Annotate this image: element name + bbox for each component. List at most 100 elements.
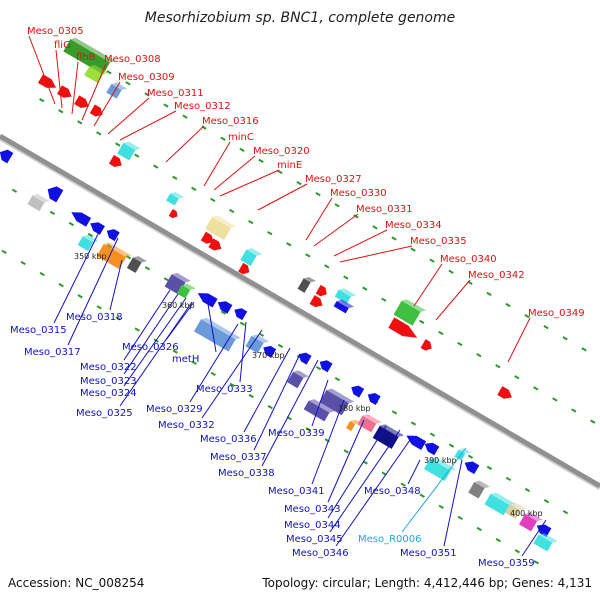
gene-label: Meso_0309 <box>118 72 175 83</box>
tick-mark <box>391 410 398 415</box>
leader-line <box>119 110 177 141</box>
tick-mark <box>429 432 436 437</box>
gene-arrow <box>90 222 105 235</box>
tick-mark <box>514 549 520 554</box>
gene-arrow <box>37 74 57 88</box>
gene-block-face <box>297 278 311 293</box>
tick-mark <box>334 377 341 382</box>
gene-arrow-shape <box>197 293 218 308</box>
gene-label: Meso_0315 <box>10 325 67 336</box>
gene-block <box>468 480 491 499</box>
gene-arrow-shape <box>234 308 248 321</box>
gene-block-face <box>303 400 330 422</box>
tick-mark <box>239 147 245 152</box>
tick-mark <box>524 487 531 493</box>
tick-mark <box>486 291 492 297</box>
gene-label: metH <box>172 354 199 365</box>
gene-arrow-shape <box>217 301 233 314</box>
gene-label: Meso_0345 <box>286 534 343 545</box>
gene-arrow <box>367 393 381 405</box>
gene-block-face <box>484 493 510 516</box>
gene-label: Meso_0308 <box>104 54 161 65</box>
tick-mark <box>476 526 482 532</box>
leader-line <box>207 303 217 353</box>
tick-mark <box>562 510 569 515</box>
tick-mark <box>277 343 284 349</box>
tick-mark <box>305 427 311 432</box>
gene-block <box>333 299 355 314</box>
tick-mark <box>172 175 178 180</box>
leader-line <box>521 519 547 557</box>
gene-arrow-shape <box>238 262 250 275</box>
tick-mark <box>305 253 311 258</box>
gene-block <box>319 388 355 416</box>
tick-mark <box>87 232 94 238</box>
gene-block-face <box>176 284 191 299</box>
gene-block-top <box>458 448 471 454</box>
tick-mark <box>400 482 406 487</box>
gene-block-top <box>474 480 491 489</box>
gene-block-top <box>538 533 558 543</box>
leader-line <box>253 353 301 451</box>
leader-line <box>329 429 401 533</box>
gene-block-top <box>70 37 116 63</box>
gene-arrow-shape <box>74 95 89 108</box>
gene-arrow-shape <box>388 317 418 338</box>
leader-line <box>257 183 308 211</box>
tick-mark <box>315 192 321 197</box>
tick-mark <box>486 465 493 470</box>
gene-arrow <box>351 385 365 398</box>
scale-label: 360 kbp <box>162 301 195 310</box>
tick-mark <box>590 419 596 424</box>
gene-arrow-shape <box>168 208 178 219</box>
gene-block-face <box>96 243 127 270</box>
tick-mark <box>115 142 121 147</box>
gene-arrow <box>89 104 103 117</box>
leader-line <box>119 301 193 407</box>
gene-arrow-shape <box>315 284 327 297</box>
tick-mark <box>49 210 56 215</box>
scale-label: 380 kbp <box>338 404 371 413</box>
gene-block-top <box>212 215 237 229</box>
gene-arrow-shape <box>424 442 440 456</box>
gene-label: Meso_0330 <box>330 188 387 199</box>
gene-block <box>287 370 309 389</box>
tick-mark <box>562 336 568 341</box>
gene-arrow-shape <box>90 222 105 235</box>
tick-mark <box>476 352 482 358</box>
tick-mark <box>125 81 131 86</box>
leader-line <box>219 169 280 197</box>
tick-mark <box>220 136 226 141</box>
gene-label: Meso_0332 <box>158 420 215 431</box>
tick-mark <box>39 98 45 103</box>
tick-mark <box>258 158 264 164</box>
gene-block-face <box>345 421 356 432</box>
leader-line <box>311 379 329 427</box>
gene-arrow <box>464 461 480 475</box>
leader-line <box>109 259 123 311</box>
gene-label: fliG <box>54 40 71 51</box>
gene-label: minC <box>228 132 254 143</box>
gene-block <box>63 37 116 75</box>
gene-label: Meso_0335 <box>410 236 467 247</box>
gene-block <box>357 414 382 433</box>
gene-block-face <box>372 425 399 449</box>
gene-block <box>303 399 335 422</box>
gene-block-face <box>468 482 485 499</box>
gene-block-top <box>181 283 196 290</box>
gene-block-face <box>245 335 264 354</box>
gene-block-top <box>350 419 361 425</box>
gene-block <box>533 533 558 552</box>
gene-block-top <box>430 457 457 471</box>
gene-block-face <box>504 504 521 519</box>
gene-label: Meso_0316 <box>202 116 259 127</box>
gene-block-face <box>333 301 349 314</box>
gene-arrow <box>200 231 214 244</box>
gene-label: Meso_0329 <box>146 404 203 415</box>
gene-label: Meso_0305 <box>27 26 84 37</box>
gene-label: Meso_0338 <box>218 468 275 479</box>
tick-mark <box>505 302 511 308</box>
tick-mark <box>258 332 265 337</box>
tick-mark <box>315 365 322 371</box>
gene-label: Meso_0326 <box>122 342 179 353</box>
